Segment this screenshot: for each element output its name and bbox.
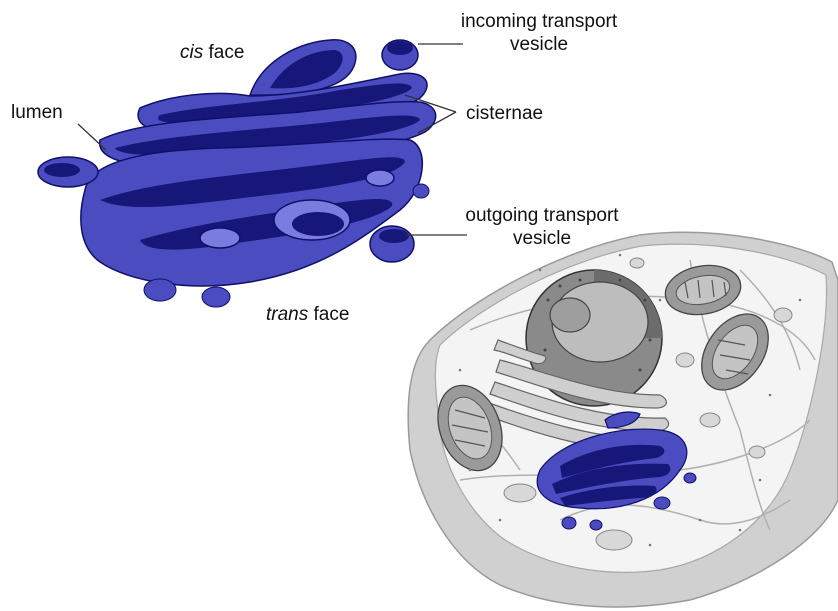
small-vesicle [202,287,230,307]
cell-golgi-vesicle [562,517,576,529]
cell-golgi-vesicle [654,497,670,509]
leader-line-lumen [78,124,106,150]
small-vesicle [144,279,176,301]
label-outgoing-line2: vesicle [437,227,647,250]
label-outgoing-line1: outgoing transport [437,204,647,227]
label-cis-face: cis face [180,41,244,64]
outgoing-vesicle [370,226,414,262]
label-trans-face: trans face [266,303,349,326]
label-incoming-line1: incoming transport [432,10,646,33]
label-lumen: lumen [11,101,63,124]
label-trans-rest: face [308,304,349,325]
label-outgoing-vesicle: outgoing transport vesicle [437,204,647,250]
cell-golgi-vesicle [684,473,696,483]
incoming-vesicle [382,40,418,70]
small-vesicle [413,184,429,198]
label-trans-italic: trans [266,304,308,325]
label-incoming-vesicle: incoming transport vesicle [432,10,646,56]
animal-cell [408,232,838,607]
cell-golgi-vesicle [590,520,602,530]
label-cis-italic: cis [180,42,203,63]
label-incoming-line2: vesicle [432,33,646,56]
label-cis-rest: face [203,42,244,63]
label-cisternae: cisternae [466,102,543,125]
